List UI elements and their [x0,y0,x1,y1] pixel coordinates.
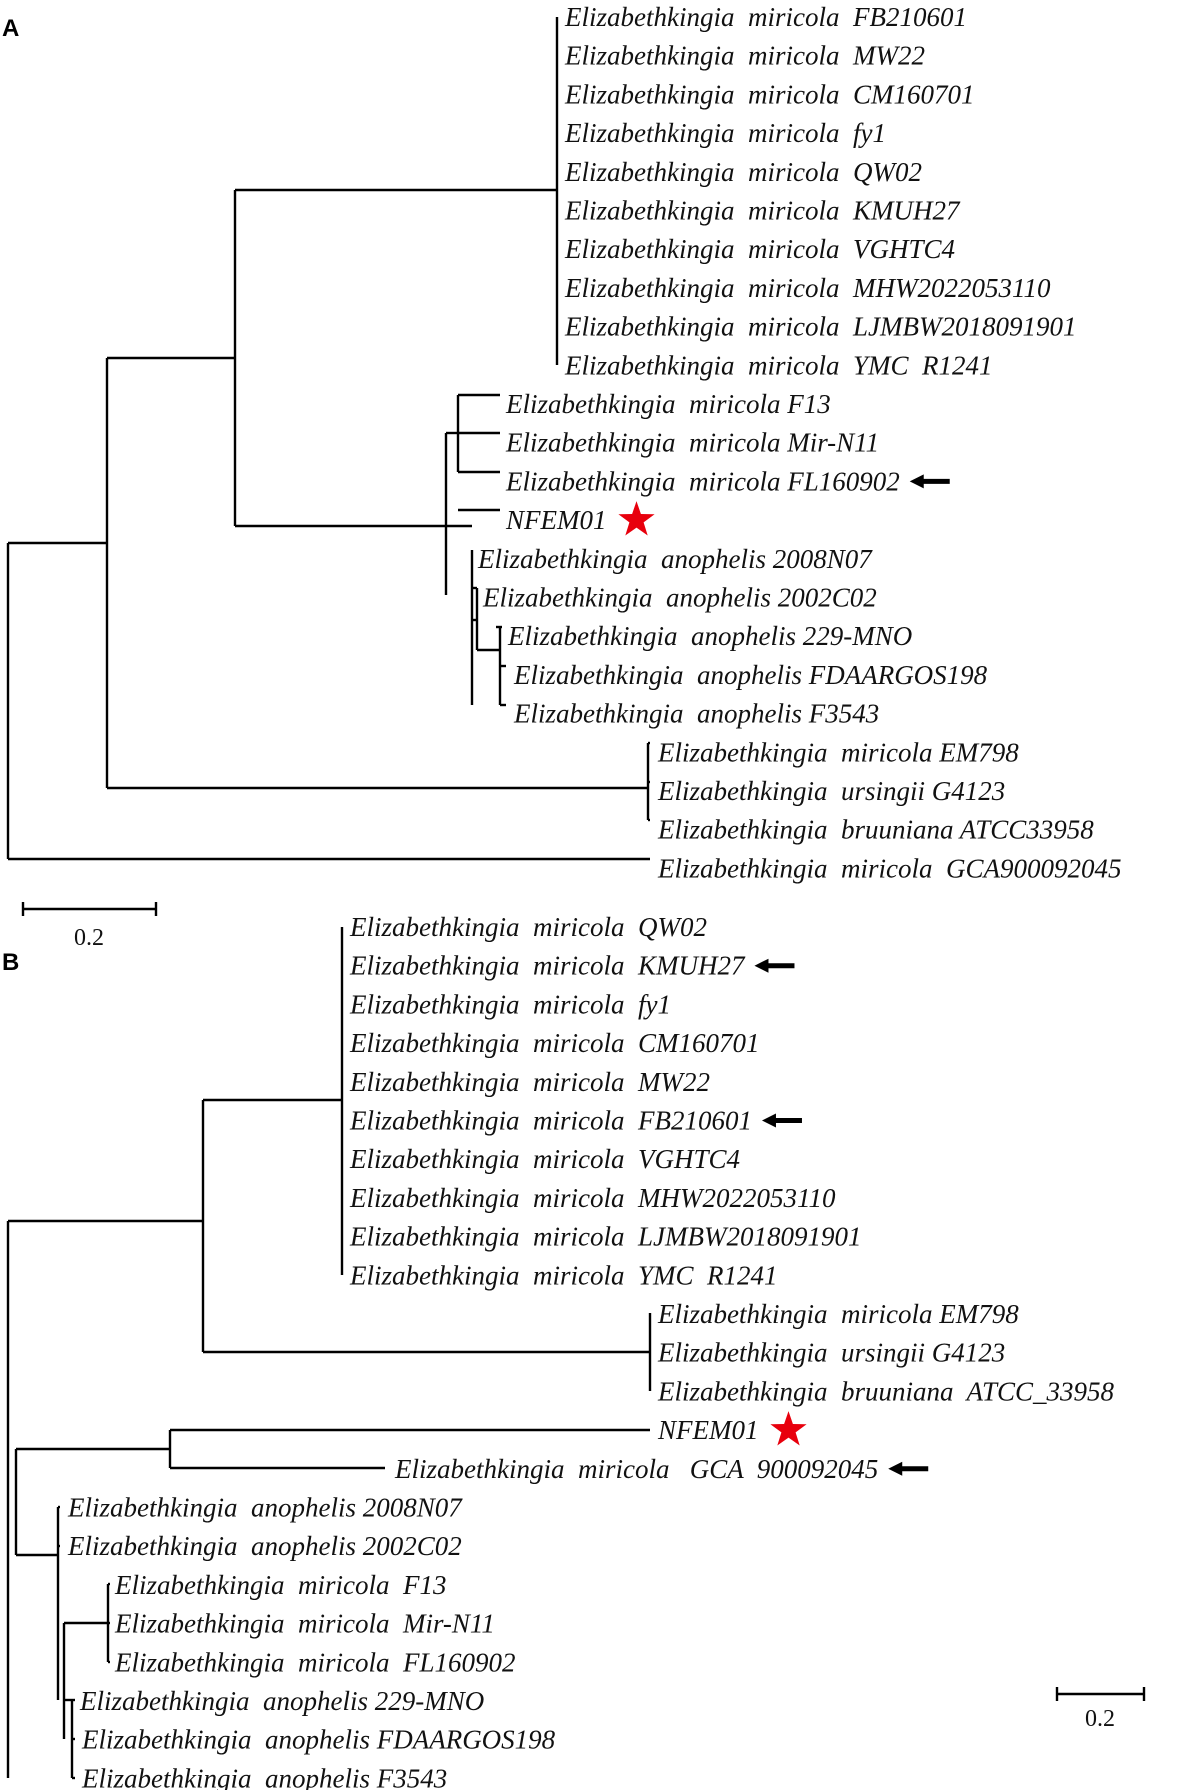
leaf-label: Elizabethkingia anophelis 2002C02 [67,1531,462,1561]
panel-b-label: B [2,949,19,976]
leaf-label: Elizabethkingia miricola MHW2022053110 [564,273,1051,303]
leaf-label: Elizabethkingia anophelis 2008N07 [67,1493,463,1523]
leaf-label: Elizabethkingia miricola VGHTC4 [564,234,955,264]
leaf-label: Elizabethkingia miricola FB210601 [564,2,967,32]
leaf-label: Elizabethkingia ursingii G4123 [657,776,1005,806]
panel-b-tree: B Elizabethkingia miricola QW02Elizabeth… [2,912,1146,1790]
leaf-label: NFEM01 [657,1415,759,1445]
arrow-left-icon [888,1461,929,1476]
leaf-label: Elizabethkingia miricola YMC R1241 [349,1260,777,1290]
arrow-left-icon [761,1113,802,1128]
leaf-label: Elizabethkingia miricola F13 [114,1570,446,1600]
leaf-label: Elizabethkingia miricola F13 [505,389,831,419]
leaf-label: Elizabethkingia miricola LJMBW2018091901 [349,1222,861,1252]
leaf-label: Elizabethkingia anophelis F3543 [81,1763,447,1790]
leaf-label: Elizabethkingia bruuniana ATCC_33958 [657,1376,1115,1406]
panel-b-scale-label: 0.2 [1085,1706,1115,1732]
panel-a-label: A [2,15,19,42]
panel-a-tree: A Elizabethkingia miricola FB210601Eliza… [2,2,1121,951]
leaf-label: Elizabethkingia anophelis 2008N07 [477,544,873,574]
leaf-label: Elizabethkingia miricola MW22 [349,1067,710,1097]
panel-b-scale-bar: 0.2 [1055,1687,1146,1732]
leaf-label: Elizabethkingia anophelis 229-MNO [507,621,912,651]
star-icon [770,1411,807,1446]
leaf-label: Elizabethkingia anophelis FDAARGOS198 [513,660,988,690]
panel-a-scale-line [21,902,158,916]
leaf-label: Elizabethkingia bruuniana ATCC33958 [657,815,1094,845]
leaf-label: Elizabethkingia miricola GCA 900092045 [394,1454,878,1484]
leaf-label: Elizabethkingia anophelis FDAARGOS198 [81,1725,556,1755]
panel-a-scale-bar: 0.2 [21,902,158,951]
leaf-label: Elizabethkingia miricola LJMBW2018091901 [564,312,1076,342]
leaf-label: Elizabethkingia miricola Mir-N11 [114,1609,495,1639]
leaf-label: Elizabethkingia miricola KMUH27 [349,951,746,981]
leaf-label: Elizabethkingia miricola FL160902 [505,466,900,496]
leaf-label: Elizabethkingia miricola CM160701 [564,79,974,109]
leaf-label: Elizabethkingia miricola MW22 [564,41,925,71]
leaf-label: Elizabethkingia miricola VGHTC4 [349,1144,740,1174]
panel-b-scale-line [1055,1687,1146,1701]
star-icon [618,501,655,536]
leaf-label: Elizabethkingia miricola KMUH27 [564,196,961,226]
leaf-label: Elizabethkingia anophelis 229-MNO [79,1686,484,1716]
leaf-label: Elizabethkingia miricola fy1 [564,118,886,148]
panel-a-leaf-labels: Elizabethkingia miricola FB210601Elizabe… [477,2,1121,883]
panel-a-branches [6,17,650,861]
leaf-label: Elizabethkingia miricola CM160701 [349,1028,759,1058]
leaf-label: Elizabethkingia miricola MHW2022053110 [349,1183,836,1213]
leaf-label: Elizabethkingia miricola EM798 [657,737,1019,767]
panel-b-markers [754,958,929,1476]
panel-b-branches [6,927,652,1780]
leaf-label: Elizabethkingia miricola YMC R1241 [564,350,992,380]
leaf-label: Elizabethkingia miricola QW02 [564,157,922,187]
arrow-left-icon [909,474,950,489]
panel-a-scale-label: 0.2 [74,925,104,951]
leaf-label: NFEM01 [505,505,607,535]
leaf-label: Elizabethkingia miricola EM798 [657,1299,1019,1329]
leaf-label: Elizabethkingia miricola FL160902 [114,1647,515,1677]
leaf-label: Elizabethkingia ursingii G4123 [657,1338,1005,1368]
leaf-label: Elizabethkingia miricola fy1 [349,989,671,1019]
leaf-label: Elizabethkingia anophelis 2002C02 [482,583,877,613]
leaf-label: Elizabethkingia miricola FB210601 [349,1106,752,1136]
leaf-label: Elizabethkingia anophelis F3543 [513,699,879,729]
leaf-label: Elizabethkingia miricola QW02 [349,912,707,942]
leaf-label: Elizabethkingia miricola Mir-N11 [505,428,879,458]
panel-b-leaf-labels: Elizabethkingia miricola QW02Elizabethki… [67,912,1115,1790]
leaf-label: Elizabethkingia miricola GCA900092045 [657,853,1121,883]
arrow-left-icon [754,958,795,973]
panel-a-markers [618,474,950,536]
